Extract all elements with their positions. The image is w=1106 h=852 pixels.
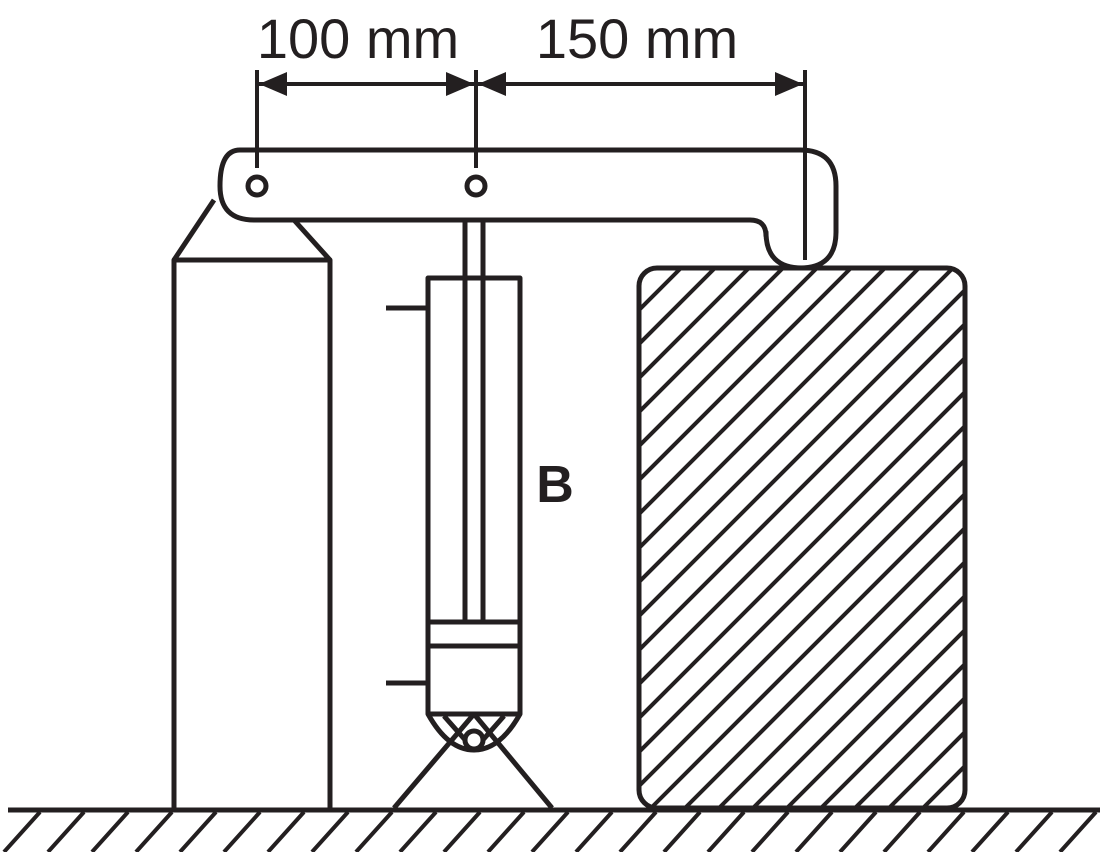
- block-hatch-line: [639, 268, 965, 808]
- dimension-label-100: 100 mm: [257, 7, 459, 70]
- piston: [425, 619, 523, 649]
- left-support-column: [171, 198, 333, 813]
- hatched-block: [73, 265, 1106, 811]
- block-hatch-line: [639, 268, 751, 808]
- ground-hatch-line: [2, 810, 42, 852]
- block-hatch-line: [1025, 268, 1106, 808]
- ground-hatch-line: [46, 810, 86, 852]
- block-hatch-line: [639, 268, 965, 808]
- ground: [2, 807, 1100, 852]
- ground-hatch-line: [178, 810, 218, 852]
- middle-pivot-pin: [464, 174, 488, 198]
- block-hatch-line: [991, 268, 1106, 808]
- block-hatch-line: [955, 268, 965, 808]
- left-pivot-pin: [245, 174, 269, 198]
- block-hatch-line: [683, 268, 965, 808]
- block-hatch-line: [639, 268, 819, 808]
- ground-hatch-line: [618, 810, 658, 852]
- block-hatch-line: [639, 268, 965, 808]
- ground-hatch-line: [1014, 810, 1054, 852]
- dimension-label-150: 150 mm: [536, 7, 738, 70]
- ground-hatch-line: [222, 810, 262, 852]
- ground-hatch-line: [354, 810, 394, 852]
- block-hatch-line: [639, 268, 955, 808]
- block-hatch-line: [649, 268, 965, 808]
- ground-hatch-line: [90, 810, 130, 852]
- block-hatch-line: [639, 268, 785, 808]
- ground-hatch-line: [1058, 810, 1098, 852]
- block-hatch-line: [853, 268, 965, 808]
- ground-hatch-line: [442, 810, 482, 852]
- block-hatch-line: [717, 268, 965, 808]
- cylinder-b: [386, 220, 554, 810]
- ground-hatch-line: [750, 810, 790, 852]
- block-hatch-line: [921, 268, 965, 808]
- ground-hatch-line: [266, 810, 306, 852]
- block-hatch-line: [73, 268, 613, 808]
- bottom-pivot-pin: [462, 728, 486, 752]
- ground-hatch-line: [926, 810, 966, 852]
- ground-hatch-line: [706, 810, 746, 852]
- cylinder-label-b: B: [536, 456, 574, 514]
- dimension-lines: [255, 70, 807, 260]
- ground-hatch-line: [398, 810, 438, 852]
- block-hatch-line: [639, 268, 965, 808]
- block-hatch-line: [639, 268, 887, 808]
- ground-hatch-line: [838, 810, 878, 852]
- ground-hatch-line: [794, 810, 834, 852]
- block-hatch-line: [639, 268, 965, 808]
- ground-hatching: [2, 810, 1098, 852]
- block-hatch-line: [639, 268, 965, 808]
- ground-hatch-line: [134, 810, 174, 852]
- ground-hatch-line: [882, 810, 922, 852]
- ground-hatch-line: [530, 810, 570, 852]
- ground-hatch-line: [574, 810, 614, 852]
- ground-hatch-line: [486, 810, 526, 852]
- lever-arm: [217, 147, 839, 271]
- block-hatch-line: [751, 268, 965, 808]
- ground-hatch-line: [310, 810, 350, 852]
- ground-hatch-line: [970, 810, 1010, 852]
- block-hatch-line: [785, 268, 965, 808]
- ground-hatch-line: [662, 810, 702, 852]
- dimension-arrowheads: [259, 72, 803, 96]
- block-hatch-line: [639, 268, 921, 808]
- block-hatch-line: [639, 268, 853, 808]
- block-hatch-line: [819, 268, 965, 808]
